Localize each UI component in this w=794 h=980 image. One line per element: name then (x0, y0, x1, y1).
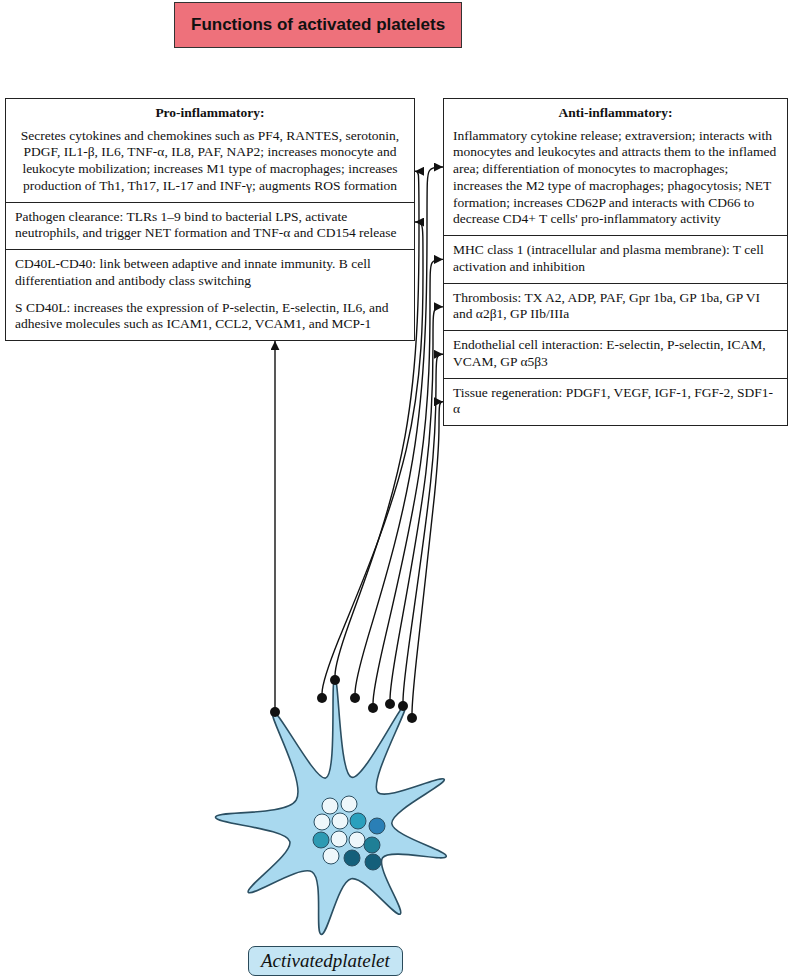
title-banner: Functions of activated platelets (174, 2, 462, 48)
box-text: Thrombosis: TX A2, ADP, PAF, Gpr 1ba, GP… (453, 290, 778, 323)
arrow-connector (390, 307, 443, 704)
info-box: Anti-inflammatory: Inflammatory cytokine … (443, 98, 788, 236)
granule (350, 813, 366, 829)
info-box: MHC class 1 (intracellular and plasma me… (443, 235, 788, 283)
platelet-label: Activatedplatelet (248, 946, 403, 976)
box-heading: Pro-inflammatory: (15, 105, 405, 122)
box-text: Endothelial cell interaction: E-selectin… (453, 337, 778, 370)
info-box: Pathogen clearance: TLRs 1–9 bind to bac… (5, 202, 415, 250)
connector-dot (270, 707, 280, 717)
info-box: CD40L-CD40: link between adaptive and in… (5, 249, 415, 341)
granule (313, 832, 329, 848)
granule (365, 854, 381, 870)
info-box: Thrombosis: TX A2, ADP, PAF, Gpr 1ba, GP… (443, 283, 788, 331)
connector-dot (385, 699, 395, 709)
arrow-connector (403, 354, 443, 706)
arrow-connector (274, 341, 275, 712)
granule (332, 813, 348, 829)
connector-dot (330, 675, 340, 685)
granule (331, 831, 347, 847)
granule (341, 796, 357, 812)
box-text: Pathogen clearance: TLRs 1–9 bind to bac… (15, 209, 405, 242)
granule (349, 832, 365, 848)
connector-dot (368, 703, 378, 713)
box-text: MHC class 1 (intracellular and plasma me… (453, 242, 778, 275)
connector-dot (317, 693, 327, 703)
connector-dot (350, 693, 360, 703)
granule (322, 798, 338, 814)
platelet-node: Activatedplatelet (205, 668, 445, 976)
info-box: Endothelial cell interaction: E-selectin… (443, 330, 788, 378)
connector-dot (407, 713, 417, 723)
granule (314, 814, 330, 830)
info-box: Pro-inflammatory: Secretes cytokines and … (5, 98, 415, 203)
connector-dot (398, 701, 408, 711)
info-box: Tissue regeneration: PDGF1, VEGF, IGF-1,… (443, 378, 788, 426)
granule (344, 850, 360, 866)
granule (364, 837, 380, 853)
granule (323, 848, 339, 864)
granule (369, 818, 385, 834)
box-text: Secretes cytokines and chemokines such a… (15, 128, 405, 195)
platelet-body (215, 678, 446, 934)
box-heading: Anti-inflammatory: (453, 105, 778, 122)
box-text: S CD40L: increases the expression of P-s… (15, 300, 405, 333)
box-text: Tissue regeneration: PDGF1, VEGF, IGF-1,… (453, 385, 778, 418)
arrow-connector (412, 402, 443, 718)
box-text: CD40L-CD40: link between adaptive and in… (15, 256, 405, 289)
platelet-granules (313, 796, 385, 870)
box-text: Inflammatory cytokine release; extravers… (453, 128, 778, 228)
